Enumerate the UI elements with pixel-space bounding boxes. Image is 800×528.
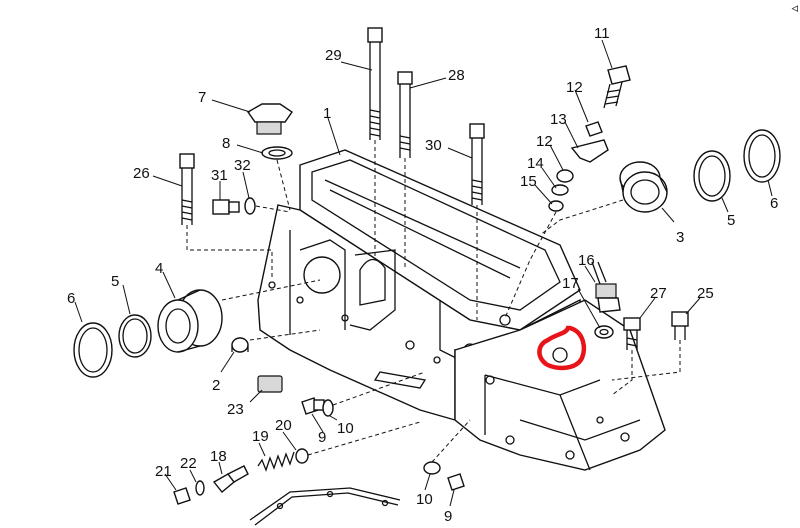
- nut-12-top: [585, 121, 603, 137]
- label-31: 31: [211, 167, 228, 184]
- label-12-top: 12: [566, 79, 583, 96]
- label-23: 23: [227, 401, 244, 418]
- ring-5-right: [693, 150, 731, 202]
- label-3: 3: [676, 229, 684, 246]
- bearing-cup-3: [619, 161, 668, 213]
- guide-line-8: [276, 159, 291, 211]
- seal-6-right: [743, 129, 781, 183]
- label-9-lower: 9: [444, 508, 452, 525]
- label-20: 20: [275, 417, 292, 434]
- label-17: 17: [562, 275, 579, 292]
- nut-12-lower: [556, 169, 574, 183]
- red-highlight-circle: [537, 325, 587, 371]
- guide-line-18: [307, 421, 421, 456]
- label-10-upper: 10: [337, 420, 354, 437]
- guide-line-left: [221, 279, 321, 301]
- filler-cap: [246, 103, 293, 135]
- bolt-26: [179, 153, 273, 280]
- label-25: 25: [697, 285, 714, 302]
- housing-body: [257, 149, 666, 471]
- label-16: 16: [578, 252, 595, 269]
- bearing-cup-4: [157, 289, 223, 353]
- label-27: 27: [650, 285, 667, 302]
- switch-16: [591, 261, 621, 313]
- label-21: 21: [155, 463, 172, 480]
- label-5-right: 5: [727, 212, 735, 229]
- label-4: 4: [155, 260, 163, 277]
- bracket-13: [570, 139, 609, 163]
- label-26: 26: [133, 165, 150, 182]
- bolt-25: [611, 311, 689, 381]
- washer-15: [548, 200, 564, 212]
- bushing-2: [231, 337, 249, 353]
- label-19: 19: [252, 428, 269, 445]
- breather-11: [603, 65, 631, 109]
- plug-9-lower: [447, 473, 465, 491]
- label-28: 28: [448, 67, 465, 84]
- label-11: 11: [594, 25, 610, 42]
- plug-23: [257, 375, 283, 393]
- bolt-27: [611, 317, 641, 396]
- valve-18: [212, 465, 249, 493]
- seal-6-left: [73, 322, 113, 378]
- guide-line-right: [539, 199, 624, 236]
- washer-10-lower: [423, 461, 441, 475]
- guide-line-9-upper: [332, 371, 426, 406]
- label-6-left: 6: [67, 290, 75, 307]
- label-14: 14: [527, 155, 544, 172]
- guide-line-9-lower: [431, 419, 471, 463]
- corner-arrow-icon: ◃: [791, 0, 798, 15]
- label-10-lower: 10: [416, 491, 433, 508]
- label-22: 22: [180, 455, 197, 472]
- washer-17: [594, 325, 614, 339]
- label-8: 8: [222, 135, 230, 152]
- guide-line-32: [255, 205, 291, 213]
- label-5-left: 5: [111, 273, 119, 290]
- spring-19: [257, 451, 295, 472]
- seal-ring-8: [261, 146, 293, 160]
- plug-21: [173, 487, 191, 505]
- guide-line-2: [249, 329, 321, 341]
- label-9-upper: 9: [318, 429, 326, 446]
- label-30: 30: [425, 137, 442, 154]
- label-15: 15: [520, 173, 537, 190]
- label-6-right: 6: [770, 195, 778, 212]
- bolt-29: [367, 27, 383, 260]
- ball-20: [295, 448, 309, 464]
- bolt-30: [469, 123, 485, 320]
- label-12-lower: 12: [536, 133, 553, 150]
- label-2: 2: [212, 377, 220, 394]
- bottom-gasket: [249, 487, 401, 526]
- leader-lines: [74, 39, 773, 507]
- plug-9-upper: [301, 397, 325, 415]
- part-labels: 29 28 30 11 12 13 12 14 15 7 8 26 31 32 …: [67, 25, 778, 525]
- label-29: 29: [325, 47, 342, 64]
- label-1: 1: [323, 105, 331, 122]
- label-13: 13: [550, 111, 567, 128]
- ring-5-left: [118, 314, 152, 358]
- washer-32: [244, 197, 256, 215]
- washer-10-upper: [322, 399, 334, 417]
- plug-31: [212, 199, 240, 215]
- bolt-28: [397, 71, 413, 270]
- label-32: 32: [234, 157, 251, 174]
- label-7: 7: [198, 89, 206, 106]
- label-18: 18: [210, 448, 227, 465]
- washer-22: [195, 480, 205, 496]
